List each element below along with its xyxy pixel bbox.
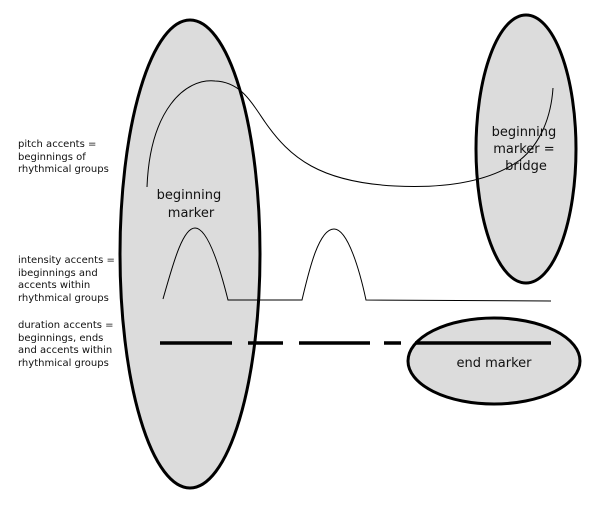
intensity-label-line: ibeginnings and bbox=[18, 267, 98, 279]
duration-accents-label: duration accents = beginnings, ends and … bbox=[18, 320, 130, 370]
intensity-accents-label: intensity accents = ibeginnings and acce… bbox=[18, 255, 130, 305]
pitch-label-line: beginnings of bbox=[18, 151, 86, 163]
duration-label-line: rhythmical groups bbox=[18, 357, 109, 369]
pitch-label-line: pitch accents = bbox=[18, 139, 97, 150]
intensity-label-line: accents within bbox=[18, 280, 91, 291]
beginning-marker-label: beginning marker bbox=[157, 188, 226, 221]
duration-label-line: duration accents = bbox=[18, 320, 114, 331]
beginning-marker-ellipse bbox=[118, 18, 262, 490]
end-marker-label: end marker bbox=[456, 356, 532, 371]
intensity-label-line: intensity accents = bbox=[18, 255, 115, 266]
duration-label-line: beginnings, ends bbox=[18, 332, 104, 344]
intensity-label-line: rhythmical groups bbox=[18, 292, 109, 304]
pitch-accents-label: pitch accents = beginnings of rhythmical… bbox=[18, 139, 130, 177]
bridge-marker-label: beginning marker = bridge bbox=[492, 125, 561, 174]
bridge-marker-ellipse bbox=[474, 13, 578, 285]
duration-label-line: and accents within bbox=[18, 345, 113, 356]
intensity-contour-line bbox=[162, 227, 552, 302]
end-marker-ellipse bbox=[406, 316, 582, 406]
pitch-contour-line bbox=[146, 80, 554, 188]
pitch-label-line: rhythmical groups bbox=[18, 164, 109, 175]
